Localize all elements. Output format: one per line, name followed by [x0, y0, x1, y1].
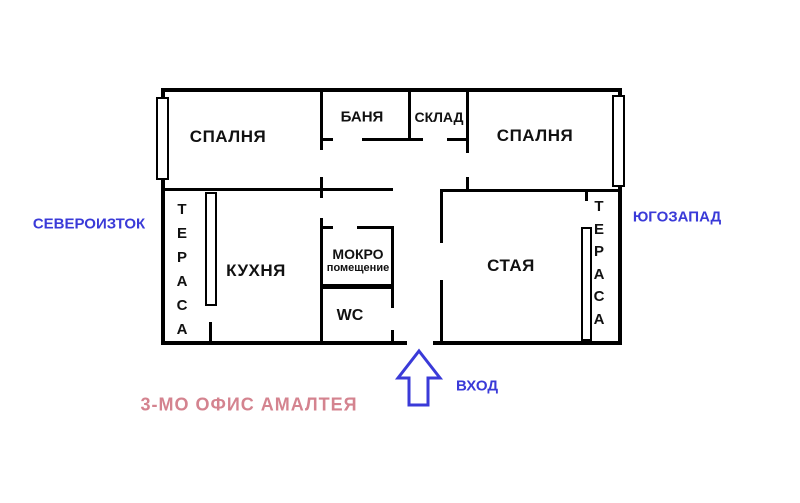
- room-label-wet-room: МОКРО помещение: [327, 246, 389, 274]
- entrance-label: ВХОД: [455, 377, 499, 395]
- wall-left: [161, 88, 165, 345]
- wall-wetroom-wc-divider: [320, 284, 394, 289]
- wall-wetroom-left: [320, 218, 323, 287]
- wall-right: [618, 88, 622, 345]
- wall-living-left-lower: [440, 280, 443, 343]
- wall-bedroomL-door-stub: [320, 177, 323, 198]
- room-label-kitchen: КУХНЯ: [226, 261, 286, 280]
- interior-walls: [163, 92, 620, 343]
- entrance-arrow-icon: [394, 348, 444, 407]
- room-label-bath: БАНЯ: [340, 108, 384, 126]
- room-label-terrace-left: ТЕРАСА: [176, 201, 188, 338]
- wall-terraceL-stub: [209, 322, 212, 343]
- wall-bedroomL-bath-divider: [320, 92, 323, 150]
- window-symbol-bedroom-right: [612, 95, 625, 187]
- wall-wc-right-lower: [391, 330, 394, 343]
- compass-label-southwest: ЮГОЗАПАД: [632, 208, 722, 226]
- wall-storage-bedroomR-divider: [466, 92, 469, 153]
- wall-bottom-right-of-entrance: [433, 341, 622, 345]
- wall-top: [161, 88, 622, 92]
- room-label-living-room: СТАЯ: [487, 256, 535, 275]
- window-symbol-living-terrace: [581, 227, 592, 341]
- room-label-bedroom-left: СПАЛНЯ: [189, 127, 267, 146]
- wall-wc-right-upper: [391, 289, 394, 308]
- wall-bedroomR-bottom: [440, 189, 620, 192]
- room-label-bedroom-right: СПАЛНЯ: [496, 126, 574, 145]
- wall-terraceR-stub: [585, 192, 588, 201]
- window-symbol-bedroom-left: [156, 97, 169, 180]
- wall-wetroom-top: [357, 226, 394, 229]
- room-label-storage: СКЛАД: [414, 109, 464, 125]
- room-label-wc: WC: [336, 307, 364, 324]
- window-symbol-kitchen-terrace: [205, 192, 217, 306]
- room-label-terrace-right: ТЕРАСА: [593, 198, 605, 328]
- wall-living-left-upper: [440, 189, 443, 243]
- windows: [156, 95, 625, 341]
- wall-mid-left: [163, 188, 393, 191]
- wet-room-line2: помещение: [326, 262, 390, 274]
- wall-bottom-left-of-entrance: [161, 341, 407, 345]
- wall-wc-left: [320, 289, 323, 342]
- compass-label-northeast: СЕВЕРОИЗТОК: [32, 215, 146, 233]
- wet-room-line1: МОКРО: [332, 246, 384, 262]
- wall-bath-bottom-stub: [320, 138, 333, 141]
- wall-wetroom-top-stub: [320, 226, 333, 229]
- wall-storage-bottom: [447, 138, 469, 141]
- exterior-walls: [161, 88, 622, 345]
- wall-bath-storage-bottom: [362, 138, 423, 141]
- wall-bath-storage-divider: [408, 92, 411, 140]
- page-title: 3-МО ОФИС АМАЛТЕЯ: [140, 394, 358, 415]
- wall-bedroomR-door-stub: [466, 177, 469, 192]
- wall-wetroom-right: [391, 228, 394, 287]
